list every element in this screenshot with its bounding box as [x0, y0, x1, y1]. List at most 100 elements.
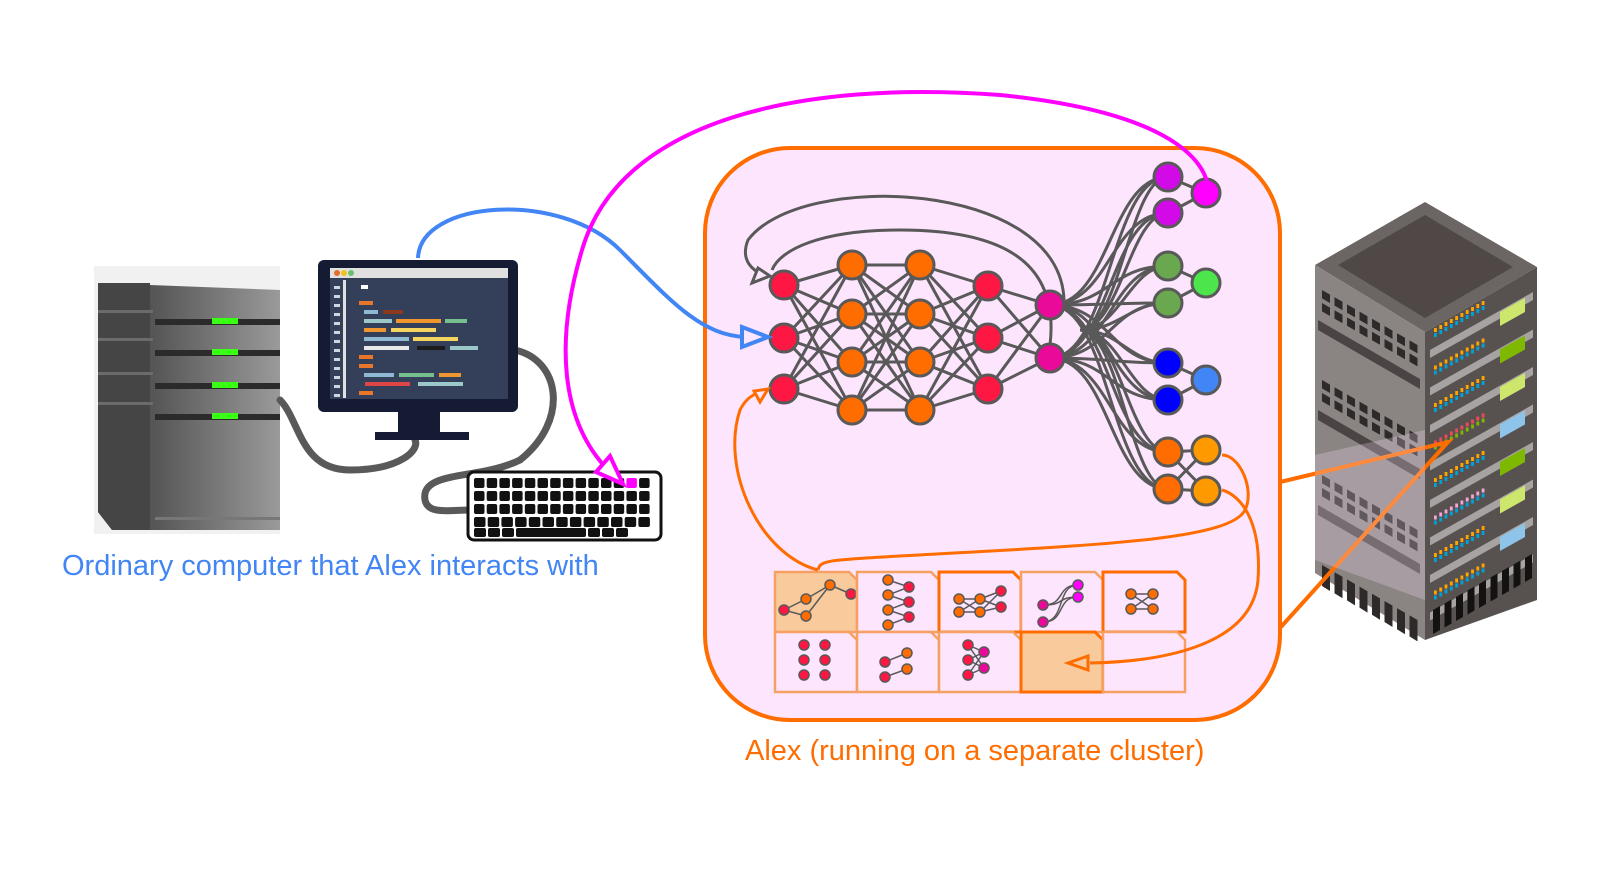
led — [1471, 312, 1474, 316]
led — [1449, 581, 1453, 586]
led — [1434, 520, 1437, 525]
vent — [1409, 615, 1418, 642]
led — [1471, 349, 1474, 354]
led — [1449, 431, 1453, 436]
vent — [1359, 401, 1368, 415]
led — [1476, 309, 1480, 313]
head-edge — [1049, 301, 1169, 307]
led — [1455, 541, 1458, 545]
memory-tile-crossing-curves — [1019, 570, 1105, 634]
alex-cluster-caption: Alex (running on a separate cluster) — [745, 735, 1205, 767]
neuron-hidden-3 — [972, 270, 1004, 302]
rack-bar — [1318, 410, 1420, 479]
glyph-node — [798, 669, 810, 681]
vent — [1409, 353, 1418, 367]
led — [1460, 318, 1464, 322]
key — [515, 517, 527, 527]
led — [1476, 379, 1480, 383]
tile-frame — [773, 630, 859, 694]
glyph-node — [879, 671, 891, 683]
vent — [1397, 608, 1405, 635]
key — [512, 491, 523, 501]
key — [524, 491, 536, 501]
vent — [1347, 394, 1355, 408]
led — [1476, 421, 1480, 426]
key — [524, 478, 536, 488]
vent — [1334, 400, 1343, 414]
edge — [782, 263, 854, 340]
edge — [782, 264, 854, 390]
vent — [1525, 554, 1532, 582]
rack-front-vents — [1318, 290, 1420, 642]
led — [1449, 361, 1453, 366]
led — [1481, 493, 1485, 498]
led — [1455, 316, 1458, 320]
led — [1434, 483, 1437, 487]
led — [1439, 325, 1443, 329]
glyph-edge — [805, 584, 831, 617]
led — [1476, 304, 1480, 308]
glyph-node — [974, 606, 986, 618]
led — [1455, 508, 1458, 513]
led — [1465, 422, 1469, 427]
key — [613, 504, 625, 514]
led — [1465, 352, 1469, 357]
glyph-node — [901, 663, 913, 675]
ordinary-computer-caption: Ordinary computer that Alex interacts wi… — [62, 550, 599, 582]
led — [1439, 550, 1443, 554]
vent — [1372, 421, 1380, 435]
led — [1460, 350, 1464, 355]
arrows — [416, 90, 1454, 673]
led — [1471, 457, 1474, 461]
led — [1434, 403, 1437, 407]
led — [1444, 327, 1448, 331]
memory-tile-two-links — [855, 630, 941, 694]
drive-label — [1500, 410, 1525, 439]
key — [638, 517, 650, 527]
vent — [1409, 525, 1418, 539]
glyph-node — [1147, 588, 1159, 600]
orange-arrow-memory-write — [1089, 488, 1260, 665]
glyph-node — [882, 604, 894, 616]
glyph-node — [978, 662, 990, 674]
led — [1465, 315, 1469, 319]
key — [537, 504, 548, 514]
led — [1460, 505, 1464, 510]
edge — [918, 285, 990, 411]
neuron-green-head — [1152, 287, 1184, 319]
neuron-green-head — [1152, 250, 1184, 282]
led — [1444, 472, 1448, 476]
memory-tile-small-mlp — [937, 570, 1023, 634]
led — [1455, 578, 1458, 583]
output-blue-head — [1190, 364, 1222, 396]
neuron-hidden-3 — [972, 322, 1004, 354]
key — [474, 504, 485, 514]
neuron-bottleneck — [1034, 289, 1066, 321]
glyph-node — [1125, 588, 1137, 600]
led — [1481, 381, 1485, 385]
led — [1481, 343, 1485, 348]
key — [550, 504, 561, 514]
key — [613, 491, 625, 501]
vent — [1372, 318, 1380, 332]
vent — [1347, 489, 1355, 503]
key — [601, 491, 612, 501]
key — [562, 504, 574, 514]
vent — [1372, 593, 1380, 620]
glyph-node — [824, 579, 836, 591]
vent — [1467, 586, 1475, 615]
vent — [1384, 511, 1393, 524]
led — [1444, 402, 1448, 406]
glyph-node — [819, 669, 831, 681]
key — [516, 528, 586, 537]
glyph-node — [1037, 616, 1049, 628]
led — [1471, 307, 1474, 311]
led — [1455, 503, 1458, 508]
key — [550, 491, 561, 501]
led — [1434, 445, 1437, 450]
key — [626, 504, 637, 514]
vent — [1397, 518, 1405, 532]
vent — [1384, 601, 1393, 627]
glyph-node — [901, 647, 913, 659]
key — [639, 504, 650, 514]
